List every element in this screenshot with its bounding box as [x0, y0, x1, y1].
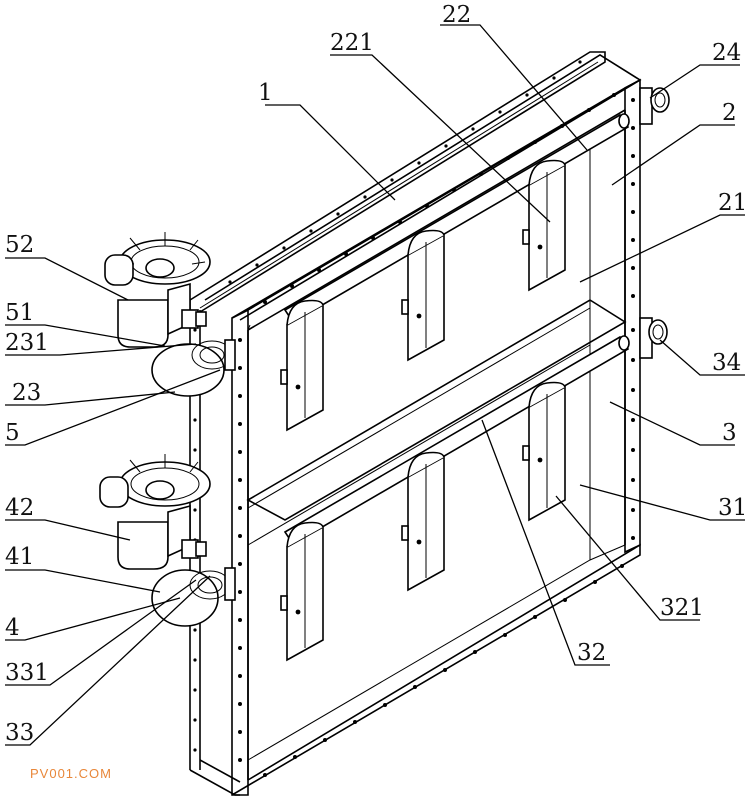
right-bearing-upper — [639, 87, 670, 125]
part-labels: 1 221 22 24 2 21 52 51 231 23 5 34 3 31 … — [5, 2, 747, 746]
outer-frame — [189, 51, 642, 796]
label-52: 52 — [5, 232, 34, 258]
label-2: 2 — [722, 100, 737, 126]
label-321: 321 — [660, 595, 704, 621]
label-41: 41 — [5, 544, 34, 570]
lower-shaft — [283, 335, 630, 546]
label-23: 23 — [12, 380, 41, 406]
watermark: PV001.COM — [30, 766, 112, 781]
label-51: 51 — [5, 300, 34, 326]
label-24: 24 — [712, 40, 741, 66]
lower-blades — [280, 381, 566, 662]
label-33: 33 — [5, 720, 34, 746]
flange-holes — [193, 60, 635, 777]
label-22: 22 — [442, 2, 471, 28]
label-4: 4 — [5, 615, 20, 641]
label-34: 34 — [712, 350, 741, 376]
lower-gear-box — [151, 567, 236, 627]
upper-gear-box — [151, 339, 236, 397]
right-bearing-lower — [639, 317, 668, 359]
label-42: 42 — [5, 495, 34, 521]
label-1: 1 — [258, 80, 273, 106]
upper-blades — [280, 159, 566, 432]
label-221: 221 — [330, 30, 374, 56]
label-31: 31 — [718, 495, 747, 521]
label-21: 21 — [718, 190, 747, 216]
lower-actuator — [99, 454, 211, 570]
label-331: 331 — [5, 660, 49, 686]
label-3: 3 — [722, 420, 737, 446]
leader-lines — [5, 24, 745, 746]
label-231: 231 — [5, 330, 49, 356]
upper-actuator — [104, 232, 211, 348]
label-32: 32 — [577, 640, 606, 666]
label-5: 5 — [5, 420, 20, 446]
